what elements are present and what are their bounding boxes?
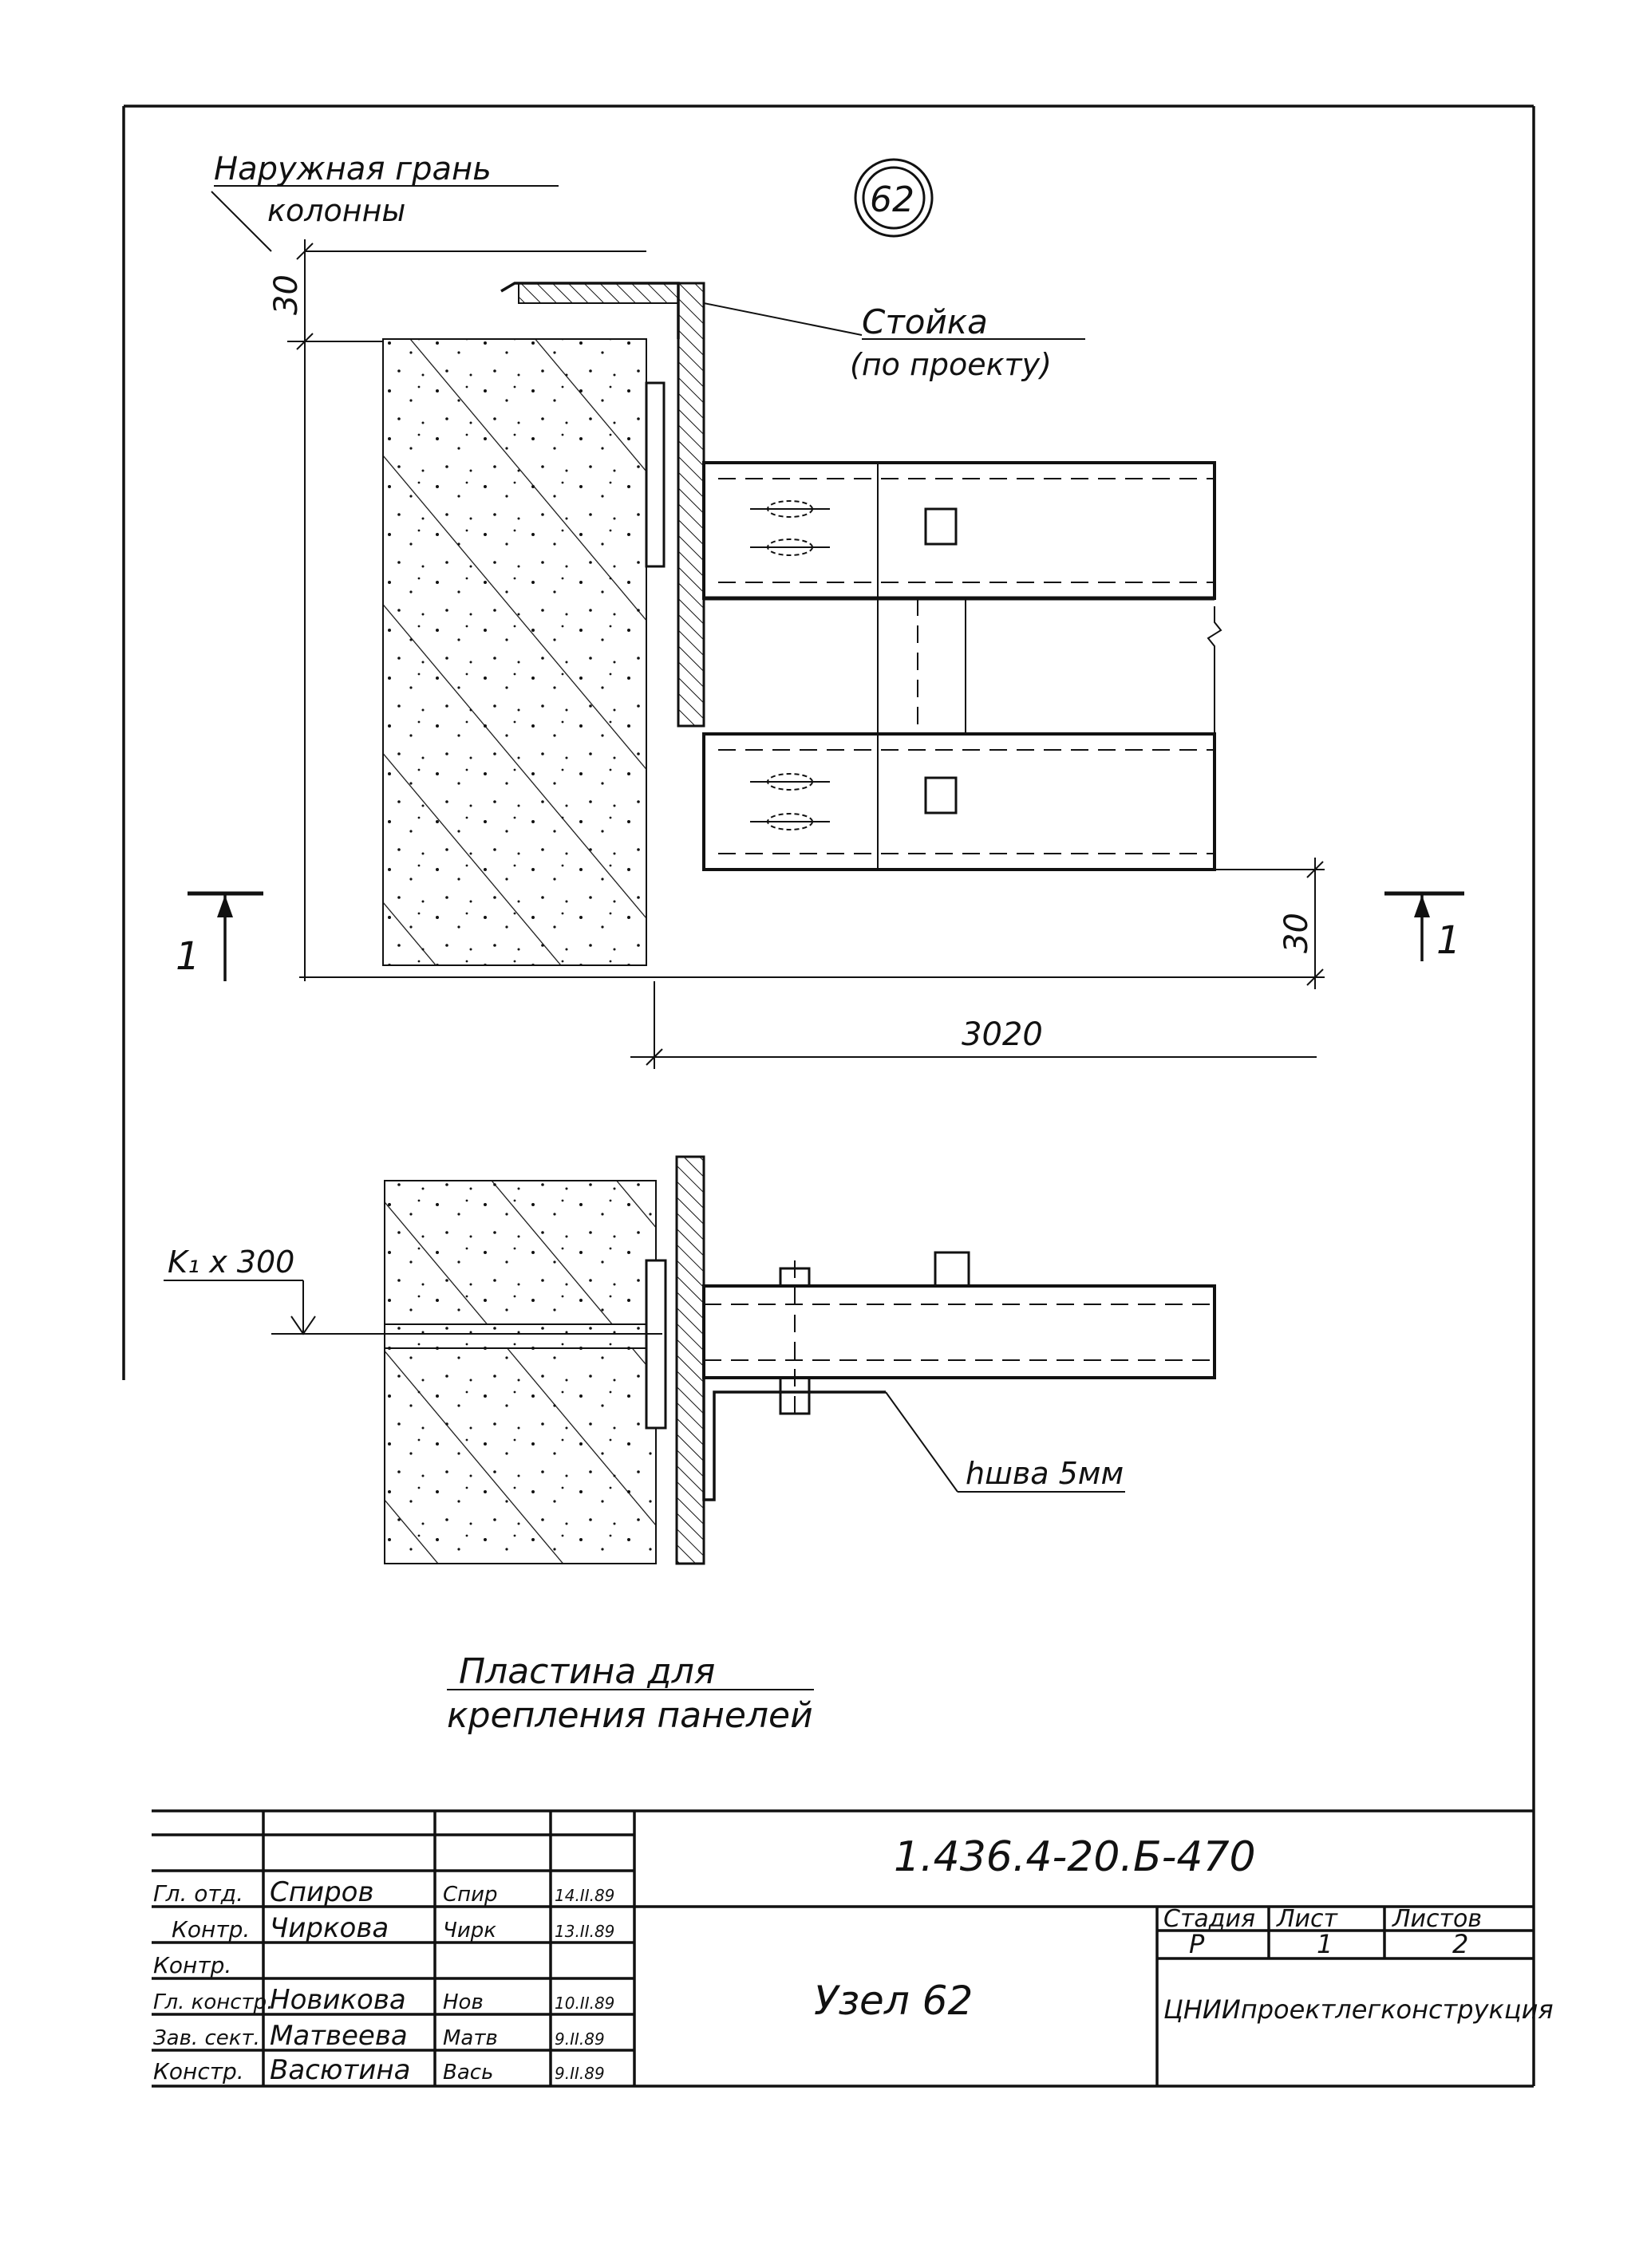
- row-name: Спиров: [270, 1876, 374, 1908]
- drawing-annotations: Наружная грань колонны 62 Стойка (по про…: [153, 151, 1554, 2086]
- row-role: Контр.: [153, 1952, 231, 1978]
- row-sign: Нов: [443, 1990, 484, 2014]
- outer-face-label: Наружная грань: [214, 151, 492, 187]
- row-date: 13.II.89: [555, 1922, 614, 1941]
- dim-length: 3020: [962, 1016, 1043, 1053]
- node-marker: [854, 158, 934, 238]
- row-date: 9.II.89: [555, 2029, 605, 2049]
- post-section: [677, 282, 705, 728]
- row-name: Васютина: [270, 2054, 410, 2086]
- section-mark-right: 1: [1436, 918, 1461, 963]
- sheets-header: Листов: [1392, 1905, 1482, 1933]
- sheet-value: 1: [1317, 1929, 1333, 1959]
- girt-section: [702, 1284, 1216, 1379]
- embedded-plate: [645, 381, 666, 568]
- row-role: Гл. отд.: [153, 1880, 243, 1907]
- joint-filler: [384, 1323, 657, 1349]
- row-name: Матвеева: [270, 2020, 408, 2052]
- stage-header: Стадия: [1163, 1905, 1255, 1933]
- plate-label: Пластина для: [459, 1651, 715, 1692]
- outer-face-label-2: колонны: [267, 193, 405, 228]
- signature-rows: Гл. отд. Спиров Спир 14.II.89 Контр. Чир…: [153, 1876, 614, 2086]
- row-date: 14.II.89: [555, 1886, 614, 1905]
- weld-label: hшва 5мм: [966, 1456, 1124, 1491]
- row-role: Контр.: [172, 1916, 250, 1943]
- row-sign: Вась: [443, 2061, 493, 2085]
- row-name: Новикова: [270, 1984, 406, 2016]
- post-label: Стойка: [862, 302, 988, 341]
- post-label-2: (по проекту): [850, 347, 1052, 382]
- node-number: 62: [870, 179, 914, 220]
- level-mark: K₁ x 300: [168, 1244, 294, 1280]
- dim-bottom-offset: 30: [1278, 913, 1315, 953]
- sheets-value: 2: [1452, 1929, 1468, 1959]
- section-view: [164, 1155, 1216, 1690]
- row-role: Констр.: [153, 2058, 244, 2085]
- plate-label-2: крепления панелей: [447, 1695, 813, 1736]
- row-date: 9.II.89: [555, 2064, 605, 2083]
- drawing-frame: [122, 105, 1535, 2088]
- row-sign: Матв: [443, 2026, 498, 2050]
- document-code: 1.436.4-20.Б-470: [894, 1833, 1256, 1881]
- row-role: Зав. сект.: [153, 2026, 260, 2050]
- dim-top-offset: 30: [268, 274, 305, 315]
- drawing-name: Узел 62: [814, 1978, 973, 2024]
- post-section-lower: [675, 1155, 705, 1565]
- row-name: Чиркова: [270, 1912, 389, 1944]
- sheet-header: Лист: [1276, 1905, 1339, 1933]
- row-role: Гл. констр.: [153, 1990, 273, 2014]
- organization-name: ЦНИИпроектлегконструкция: [1163, 1994, 1554, 2025]
- stage-value: Р: [1189, 1929, 1205, 1959]
- row-sign: Чирк: [443, 1919, 496, 1943]
- girts: [702, 461, 1222, 871]
- elevation-view: [188, 158, 1464, 1069]
- section-mark-left: 1: [176, 934, 200, 979]
- row-date: 10.II.89: [555, 1994, 614, 2013]
- row-sign: Спир: [443, 1883, 498, 1907]
- title-block: [152, 1809, 1534, 2086]
